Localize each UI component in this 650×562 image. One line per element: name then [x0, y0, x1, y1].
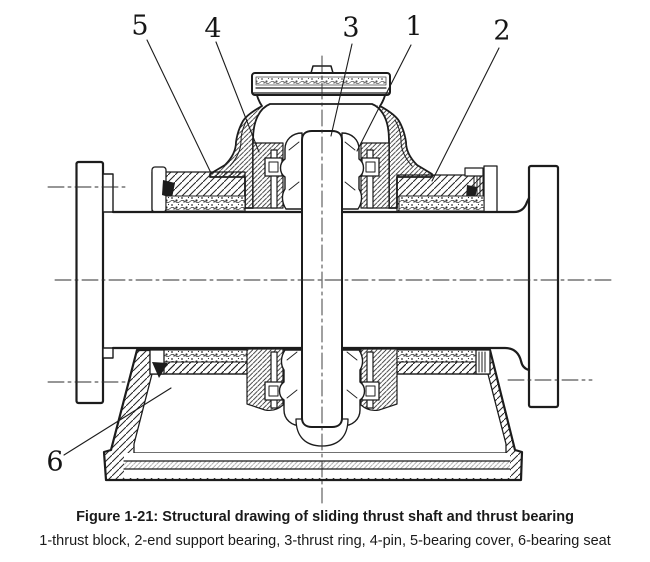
cover-cap-gasket: [255, 76, 387, 86]
callout-3: 3: [342, 12, 360, 44]
callout-6: 6: [46, 446, 64, 478]
cover-wall-section-left: [210, 104, 270, 208]
pin-right-head: [361, 157, 380, 177]
lower-left-oil-pocket: [152, 362, 168, 378]
left-hub-step-bottom: [102, 347, 114, 359]
thrust-block-right-ticks: [344, 141, 356, 191]
cover-cap-lines: [251, 87, 391, 94]
left-hub-step-top: [102, 173, 114, 213]
lower-right-lip-stripes: [478, 351, 486, 373]
shaft-top-edge: [111, 196, 531, 214]
upper-bearing-assembly: [151, 65, 498, 213]
callout-2: 2: [493, 15, 511, 47]
base-floor-ticks: [124, 461, 510, 469]
lower-thrust-block-left: [278, 349, 303, 427]
pin-left-core: [268, 161, 279, 173]
lower-pin-right-stem: [366, 351, 374, 409]
housing-right-lip: [483, 165, 498, 213]
cover-wall-section-right: [372, 104, 432, 208]
base-floor-lines: [123, 460, 511, 470]
pin-left-stem: [270, 149, 278, 209]
leader-6: [63, 387, 172, 456]
left-flange: [75, 160, 105, 405]
lower-pin-left-stem: [270, 351, 278, 409]
lower-pin-left-core: [268, 385, 279, 397]
thrust-block-left-ticks: [288, 141, 300, 191]
shaft-and-flanges: [75, 160, 560, 409]
callout-4: 4: [204, 13, 222, 45]
leader-1: [356, 44, 412, 152]
pin-right-core: [365, 161, 376, 173]
leader-3: [330, 43, 353, 137]
figure-caption-title: Figure 1-21: Structural drawing of slidi…: [76, 509, 574, 525]
upper-left-oil-pocket: [162, 180, 175, 198]
upper-babbitt-left: [165, 195, 246, 212]
lower-block-left-ticks: [286, 351, 298, 399]
lower-band-right-lip: [475, 349, 491, 375]
housing-right-bump: [464, 167, 484, 177]
lower-thrust-block-right: [341, 349, 366, 427]
pin-left-head: [264, 157, 283, 177]
lower-block-right-ticks: [346, 351, 358, 399]
pin-right-stem: [366, 149, 374, 209]
leader-4: [215, 41, 260, 153]
upper-babbitt-right: [398, 195, 485, 212]
thrust-block-left: [279, 132, 303, 210]
callout-1: 1: [405, 11, 423, 43]
shaft-bottom-edge: [111, 346, 531, 372]
lower-pin-right-core: [365, 385, 376, 397]
figure-caption-legend: 1-thrust block, 2-end support bearing, 3…: [39, 533, 611, 549]
callout-5: 5: [131, 10, 149, 42]
cover-inner-contours: [229, 119, 413, 167]
leader-lines: [63, 39, 500, 456]
centerlines: [47, 55, 613, 504]
leader-2: [431, 47, 500, 182]
thrust-block-right: [341, 132, 365, 210]
leader-5: [146, 39, 212, 174]
right-flange: [527, 164, 560, 409]
